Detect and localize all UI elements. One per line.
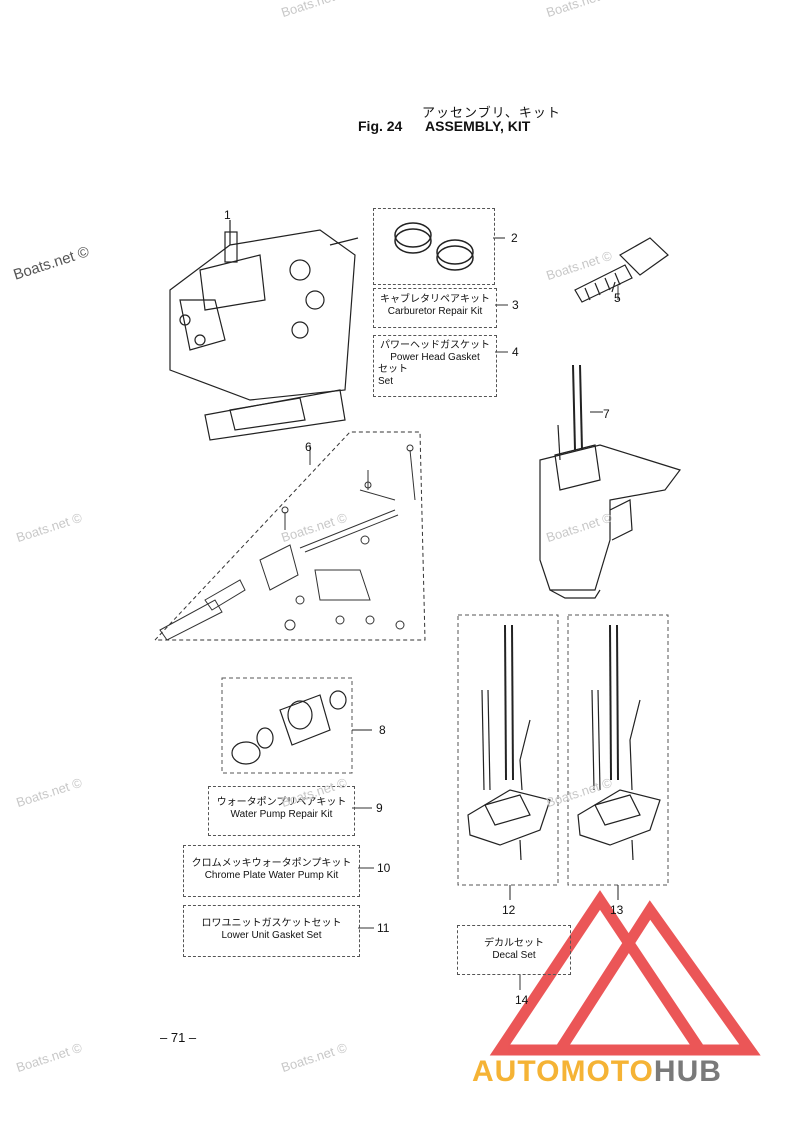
callout-14: 14 [515,993,529,1007]
title-japanese: アッセンブリ、キット [422,105,561,120]
callout-12: 12 [502,903,516,917]
chrome-pump-kit-jp: クロムメッキウォータポンプキット [191,858,352,869]
lower-unit-drawing [539,364,681,599]
callout-8: 8 [379,723,386,737]
chrome-pump-kit-en: Chrome Plate Water Pump Kit [204,870,339,881]
callout-4: 4 [512,345,519,359]
leader-lines [352,285,619,990]
callout-2: 2 [511,231,518,245]
callout-1: 1 [224,208,231,222]
callout-10: 10 [377,861,391,875]
lower-gasket-set-en: Lower Unit Gasket Set [221,930,322,941]
figure-title: ASSEMBLY, KIT [425,118,531,134]
brand-part-hub: HUB [653,1055,722,1088]
carburetor-kit-box: キャブレタリペアキット Carburetor Repair Kit [373,288,497,328]
callout-13: 13 [610,903,624,917]
carburetor-kit-jp: キャブレタリペアキット [380,294,490,305]
decal-set-jp: デカルセット [484,938,544,949]
brand-part-automoto: AUTOMOTO [472,1055,654,1088]
water-pump-kit-box: ウォータポンプリペアキット Water Pump Repair Kit [208,786,355,836]
carburetor-kit-en: Carburetor Repair Kit [387,306,483,317]
lower-gasket-set-box: ロワユニットガスケットセット Lower Unit Gasket Set [183,905,360,957]
gasket-set-box: パワーヘッドガスケット Power Head Gasket セット Set [373,335,497,397]
decal-set-box: デカルセット Decal Set [457,925,571,975]
chrome-pump-kit-box: クロムメッキウォータポンプキット Chrome Plate Water Pump… [183,845,360,897]
gasket-set-en2: Set [378,376,394,387]
water-pump-kit-jp: ウォータポンプリペアキット [216,797,347,808]
callout-11: 11 [377,921,390,935]
tiller-grip-drawing [574,237,669,303]
gearcase-drawing-13 [567,614,669,900]
callout-6: 6 [305,440,312,454]
automotohub-logo-mark [489,890,761,1056]
decal-set-en: Decal Set [492,950,536,961]
water-pump-drawing [221,677,372,774]
callout-7: 7 [603,407,610,421]
gasket-set-jp2: セット [378,364,408,375]
gasket-set-en: Power Head Gasket [390,352,480,363]
linkage-kit-drawing [154,431,426,641]
piston-ring-box [373,208,495,285]
callout-3: 3 [512,298,519,312]
lower-gasket-set-jp: ロワユニットガスケットセット [201,918,342,929]
page-number: – 71 – [160,1030,197,1045]
brand-logo-text: AUTOMOTOHUB [472,1055,722,1089]
piston-rings-drawing [394,222,505,271]
gearcase-drawing-12 [457,614,559,900]
callout-5: 5 [614,291,621,305]
figure-label: Fig. 24 [358,118,403,134]
power-head-drawing [169,220,359,441]
gasket-set-jp: パワーヘッドガスケット [380,340,490,351]
water-pump-kit-en: Water Pump Repair Kit [230,809,333,820]
callout-9: 9 [376,801,383,815]
